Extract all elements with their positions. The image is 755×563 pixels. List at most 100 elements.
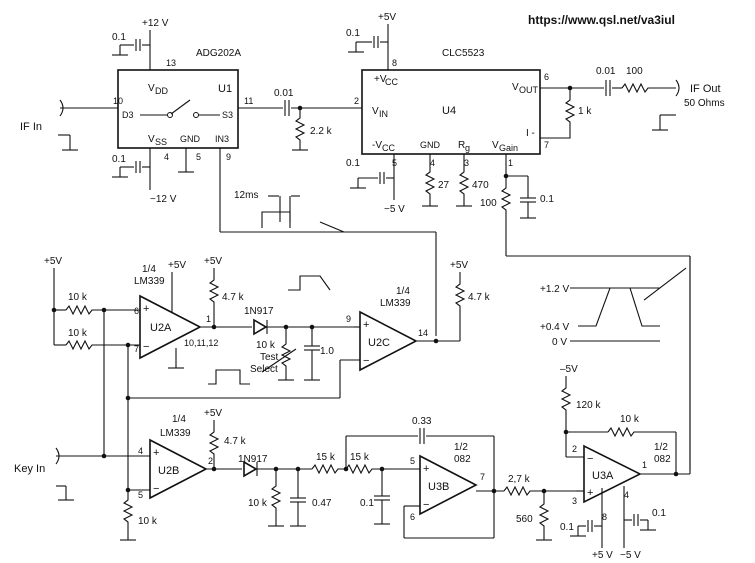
- u4-part: CLC5523: [442, 48, 485, 59]
- svg-text:+: +: [153, 447, 159, 459]
- svg-text:0.47: 0.47: [312, 498, 332, 509]
- svg-text:+: +: [587, 487, 593, 499]
- svg-text:OUT: OUT: [519, 85, 539, 95]
- svg-text:0 V: 0 V: [552, 337, 567, 348]
- svg-text:2: 2: [354, 96, 359, 106]
- svg-text:+: +: [143, 303, 149, 315]
- svg-text:8: 8: [392, 58, 397, 68]
- svg-text:1/4: 1/4: [142, 264, 156, 275]
- svg-text:–5V: –5V: [560, 364, 578, 375]
- svg-text:−: −: [363, 355, 369, 367]
- svg-text:4.7 k: 4.7 k: [468, 292, 491, 303]
- svg-text:14: 14: [418, 328, 428, 338]
- svg-text:CC: CC: [382, 143, 395, 153]
- svg-text:10: 10: [113, 96, 123, 106]
- u1-m12-label: −12 V: [150, 194, 177, 205]
- u1-s3: S3: [222, 110, 233, 120]
- svg-text:1N917: 1N917: [238, 454, 268, 465]
- svg-text:1/4: 1/4: [172, 414, 186, 425]
- svg-text:2: 2: [208, 456, 213, 466]
- svg-text:560: 560: [516, 514, 533, 525]
- svg-text:082: 082: [654, 454, 671, 465]
- svg-text:100: 100: [626, 66, 643, 77]
- svg-text:SS: SS: [155, 137, 167, 147]
- u4-ref: U4: [442, 105, 456, 117]
- svg-text:0.33: 0.33: [412, 416, 432, 427]
- svg-text:0.1: 0.1: [360, 498, 374, 509]
- svg-text:1/2: 1/2: [454, 442, 468, 453]
- svg-text:U3A: U3A: [592, 470, 614, 482]
- svg-text:+5V: +5V: [204, 408, 222, 419]
- svg-text:082: 082: [454, 454, 471, 465]
- svg-text:1: 1: [508, 158, 513, 168]
- svg-text:+1.2 V: +1.2 V: [540, 284, 570, 295]
- svg-text:4: 4: [624, 490, 629, 500]
- svg-text:+5V: +5V: [450, 260, 468, 271]
- svg-text:Gain: Gain: [499, 143, 518, 153]
- svg-text:10 k: 10 k: [138, 516, 158, 527]
- svg-text:470: 470: [472, 180, 489, 191]
- svg-text:-V: -V: [372, 140, 382, 151]
- svg-text:IN: IN: [379, 109, 388, 119]
- svg-text:5: 5: [138, 490, 143, 500]
- svg-text:15 k: 15 k: [316, 452, 336, 463]
- svg-text:1 k: 1 k: [578, 106, 592, 117]
- u2b-comparator: U2B +− 1/4 LM339 4 5 2: [138, 414, 213, 500]
- svg-text:2,7 k: 2,7 k: [508, 474, 531, 485]
- svg-text:6: 6: [544, 72, 549, 82]
- svg-text:4: 4: [430, 158, 435, 168]
- svg-text:V: V: [512, 82, 519, 93]
- vgain-waveform: +1.2 V +0.4 V 0 V: [540, 267, 687, 348]
- svg-text:V: V: [372, 106, 379, 117]
- u4-m5-label: −5 V: [384, 204, 405, 215]
- svg-text:15 k: 15 k: [350, 452, 370, 463]
- u1-vss: V: [148, 134, 155, 145]
- timing-label: 12ms: [234, 190, 258, 201]
- svg-text:V: V: [492, 140, 499, 151]
- u1-vdd: V: [148, 83, 155, 94]
- svg-text:2: 2: [572, 444, 577, 454]
- svg-text:I -: I -: [526, 128, 535, 139]
- svg-text:9: 9: [226, 152, 231, 162]
- u1-in3: IN3: [215, 134, 229, 144]
- u1-part: ADG202A: [196, 48, 241, 59]
- svg-text:−: −: [143, 341, 149, 353]
- u3a-opamp: U3A −+ 1/2 082 2 3 1 8 4: [572, 442, 671, 522]
- u2a-comparator: U2A +− 1/4 LM339 6 7 1 10,11,12: [134, 264, 218, 360]
- c-u1-bot-label: 0.1: [112, 154, 126, 165]
- svg-text:U2B: U2B: [158, 465, 179, 477]
- svg-text:1/4: 1/4: [396, 286, 410, 297]
- u1-d3: D3: [122, 110, 134, 120]
- svg-text:+5V: +5V: [168, 260, 186, 271]
- svg-text:+: +: [363, 319, 369, 331]
- u1-gnd: GND: [180, 134, 201, 144]
- svg-text:10 k: 10 k: [68, 292, 88, 303]
- if-out-impedance: 50 Ohms: [684, 98, 725, 109]
- svg-text:LM339: LM339: [380, 298, 411, 309]
- svg-text:1.0: 1.0: [320, 346, 334, 357]
- svg-text:5: 5: [410, 456, 415, 466]
- svg-text:1N917: 1N917: [244, 306, 274, 317]
- c-cpl-label: 0.01: [274, 88, 294, 99]
- svg-text:g: g: [465, 143, 470, 153]
- svg-text:4.7 k: 4.7 k: [224, 436, 247, 447]
- svg-text:6: 6: [134, 306, 139, 316]
- svg-text:−5 V: −5 V: [620, 550, 641, 561]
- svg-text:0.1: 0.1: [652, 508, 666, 519]
- svg-text:0.01: 0.01: [596, 66, 616, 77]
- svg-text:4: 4: [138, 446, 143, 456]
- if-out-label: IF Out: [690, 83, 721, 95]
- svg-text:CC: CC: [385, 77, 398, 87]
- u3b-opamp: U3B +− 1/2 082 5 6 7: [410, 442, 485, 522]
- svg-text:Select: Select: [250, 364, 278, 375]
- svg-text:1: 1: [642, 460, 647, 470]
- svg-text:100: 100: [480, 198, 497, 209]
- source-url: https://www.qsl.net/va3iul: [528, 13, 675, 27]
- svg-text:10 k: 10 k: [68, 328, 88, 339]
- svg-text:Test: Test: [260, 352, 279, 363]
- c-u1-top-label: 0.1: [112, 32, 126, 43]
- u1-p12-label: +12 V: [142, 18, 169, 29]
- r-22k-label: 2.2 k: [310, 126, 333, 137]
